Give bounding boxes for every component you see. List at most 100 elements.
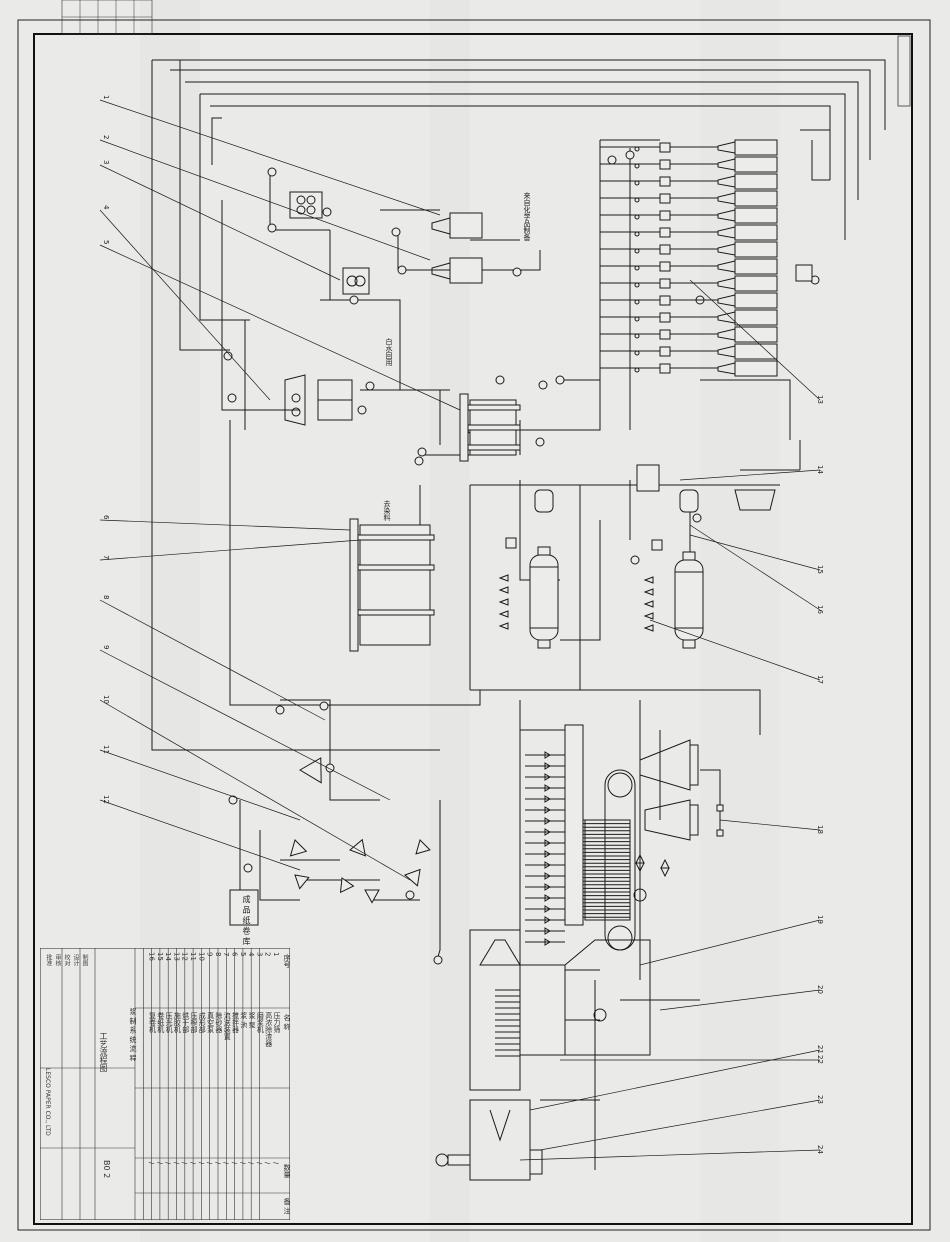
callout-number: 5 — [102, 240, 110, 244]
flow-arrow — [544, 927, 551, 935]
legend-name: 复卷机 — [148, 1012, 157, 1033]
pump-icon — [357, 405, 367, 415]
valve-icon — [633, 888, 647, 902]
pump-icon — [267, 223, 277, 233]
cleaner-bank-frame — [349, 518, 359, 652]
leader-line — [99, 539, 361, 561]
legend-header: 备 注 — [283, 1198, 291, 1215]
pulper-housing — [564, 939, 651, 1056]
cleaner-cone — [364, 889, 380, 904]
legend-qty: / — [180, 1162, 189, 1165]
title-block-grid — [40, 948, 290, 1220]
legend-name: 流送装置 — [223, 1012, 232, 1040]
pressure-screen-bar — [465, 444, 521, 451]
drawing-title: 工艺流程图 — [99, 1032, 108, 1072]
pressure-screen-bar — [465, 424, 521, 431]
callout-number: 8 — [102, 595, 110, 599]
valve-icon — [634, 265, 640, 271]
leader-line — [659, 989, 821, 1011]
legend-name: 浆 泵 — [248, 1012, 257, 1029]
valve-icon — [634, 163, 640, 169]
legend-number: 16 — [147, 952, 156, 961]
callout-number: 21 — [816, 1045, 824, 1054]
tank-cone — [717, 209, 736, 222]
leader-line — [719, 819, 821, 831]
pressure-screen-frame — [459, 393, 469, 462]
chest-cone — [431, 217, 451, 235]
pump-icon — [391, 227, 401, 237]
leader-line — [99, 209, 271, 401]
gearbox — [529, 1149, 543, 1175]
callout-number: 9 — [102, 645, 110, 649]
leader-line — [689, 534, 821, 571]
section-label: 浆 制 系 统 流 程 — [129, 1008, 137, 1062]
pump-icon — [365, 381, 375, 391]
flow-arrow — [544, 806, 551, 814]
pipe-37 — [520, 140, 601, 431]
additive-tank — [734, 360, 778, 377]
coupling — [716, 829, 724, 837]
legend-qty: / — [164, 1162, 173, 1165]
legend-number: 7 — [222, 952, 231, 957]
metering-pump — [659, 295, 671, 306]
legend-name: 施胶机 — [173, 1012, 182, 1033]
legend-qty: / — [205, 1162, 214, 1165]
stamp-row: 制图 — [81, 954, 88, 966]
refiner-disc — [296, 205, 306, 215]
pipe-7 — [151, 60, 440, 751]
additive-tank — [734, 139, 778, 156]
pipe-8 — [179, 60, 230, 351]
flow-arrow — [544, 905, 551, 913]
leader-line — [689, 279, 821, 401]
coupling — [716, 804, 724, 812]
legend-number: 2 — [263, 952, 272, 957]
fan-pump — [534, 489, 554, 513]
vacuum-box — [689, 804, 699, 836]
leader-line — [679, 469, 821, 481]
callout-number: 16 — [816, 605, 824, 614]
metering-pump — [659, 210, 671, 221]
pipe-46 — [280, 699, 331, 760]
stamp-row: 批准 — [45, 954, 52, 966]
vacuum-cone — [639, 739, 691, 791]
cyclone-icon — [734, 489, 776, 511]
callout-number: 13 — [816, 395, 824, 404]
callout-number: 6 — [102, 515, 110, 520]
pump-icon — [555, 375, 565, 385]
refiner-disc — [306, 195, 316, 205]
cleaner-bank-bar — [355, 609, 435, 616]
additive-tank — [734, 207, 778, 224]
pump-icon — [223, 351, 233, 361]
metering-pump — [659, 159, 671, 170]
deaerator-vessel-nozzle — [537, 546, 551, 556]
pump-icon — [319, 701, 329, 711]
additive-tank — [734, 343, 778, 360]
deaerator-vessel-nozzle — [682, 639, 696, 649]
deaerator-vessel-nozzle — [537, 639, 551, 649]
additive-tank — [734, 173, 778, 190]
chem-in-label: 来自化学品制备 — [523, 192, 531, 241]
couch-roll — [607, 925, 633, 951]
cleaner-cone — [294, 874, 310, 890]
valve-icon — [634, 248, 640, 254]
fan-pump — [679, 489, 699, 513]
callout-number: 3 — [102, 160, 110, 164]
leader-line — [99, 599, 326, 721]
tank-cone — [717, 277, 736, 290]
metering-pump — [659, 329, 671, 340]
legend-qty: / — [272, 1162, 280, 1165]
legend-name: 压光机 — [165, 1012, 174, 1033]
pipe-5 — [210, 105, 831, 180]
flow-arrow — [544, 861, 551, 869]
legend-number: 5 — [238, 952, 247, 957]
additive-tank — [734, 326, 778, 343]
stamp-row: 审核 — [54, 954, 61, 966]
pump-icon — [228, 795, 238, 805]
legend-name: 除砂器 — [214, 1012, 223, 1033]
pressure-screen-bar — [465, 404, 521, 411]
pump-icon — [630, 555, 640, 565]
breast-roll — [607, 772, 633, 798]
legend-name: 磨浆机 — [256, 1012, 265, 1033]
check-valve — [643, 576, 654, 584]
legend-qty: / — [189, 1162, 197, 1165]
